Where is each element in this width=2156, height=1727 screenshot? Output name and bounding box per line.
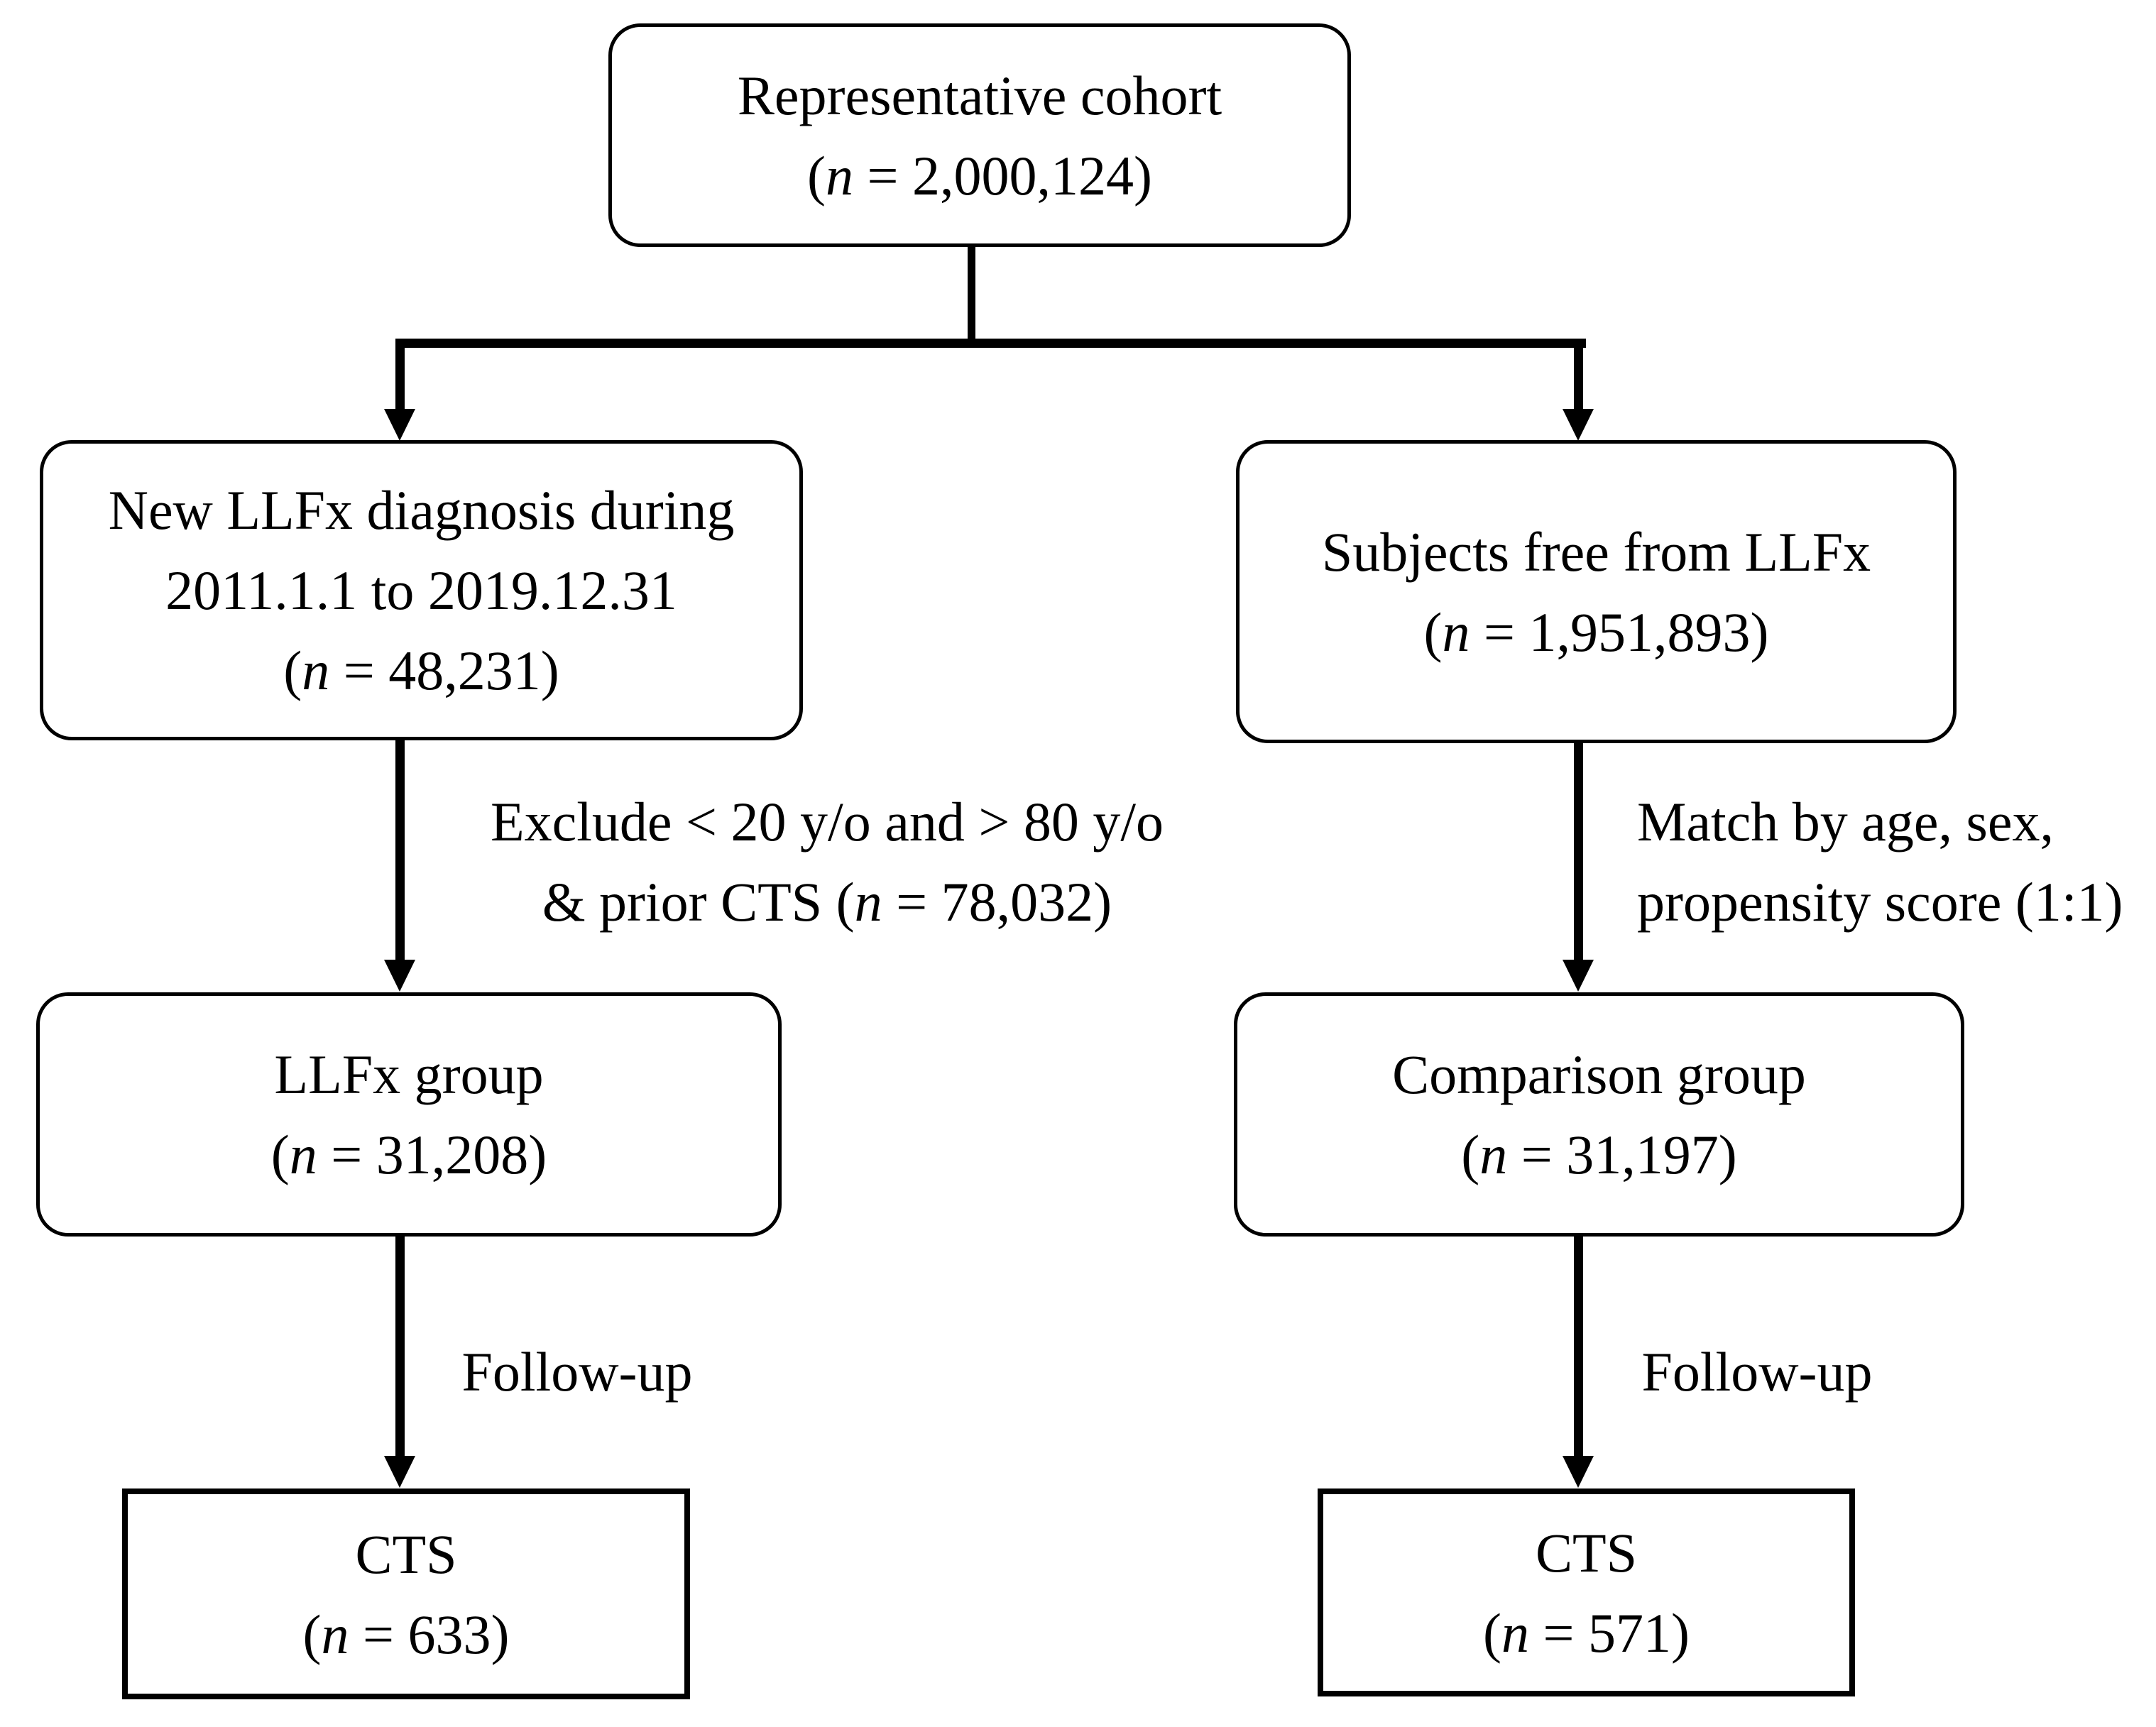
comparison-group-label: Comparison group — [1392, 1043, 1806, 1105]
cts-right-label: CTS — [1535, 1521, 1638, 1584]
cts-outcome-box-left: CTS (n = 633) — [122, 1488, 690, 1699]
matching-criteria-line1: Match by age, sex, — [1637, 791, 2054, 852]
followup-label-left: Follow-up — [461, 1341, 693, 1403]
connector-followup-right — [1574, 1234, 1583, 1458]
subjects-free-box: Subjects free from LLFx (n = 1,951,893) — [1236, 440, 1957, 743]
followup-label-right: Follow-up — [1641, 1341, 1873, 1403]
llfx-group-label: LLFx group — [274, 1043, 544, 1105]
arrowhead-followup-right-icon — [1563, 1456, 1594, 1488]
cts-right-count: (n = 571) — [1483, 1601, 1690, 1664]
subjects-free-count: (n = 1,951,893) — [1423, 601, 1769, 663]
connector-split-bar — [395, 339, 1586, 348]
arrowhead-right-drop-icon — [1563, 409, 1594, 441]
new-llfx-diagnosis-box: New LLFx diagnosis during 2011.1.1 to 20… — [40, 440, 803, 740]
new-llfx-diagnosis-line1: New LLFx diagnosis during — [108, 479, 735, 541]
comparison-group-count: (n = 31,197) — [1461, 1124, 1737, 1185]
connector-followup-left — [395, 1234, 405, 1458]
connector-right-drop — [1574, 339, 1583, 411]
matching-criteria-label: Match by age, sex, propensity score (1:1… — [1637, 782, 2156, 942]
representative-cohort-label: Representative cohort — [737, 64, 1222, 126]
matching-criteria-line2: propensity score (1:1) — [1637, 871, 2123, 933]
comparison-group-box: Comparison group (n = 31,197) — [1234, 992, 1964, 1237]
new-llfx-diagnosis-line2: 2011.1.1 to 2019.12.31 — [165, 559, 677, 621]
llfx-group-count: (n = 31,208) — [270, 1124, 547, 1185]
connector-match-arrow — [1574, 741, 1583, 962]
representative-cohort-box: Representative cohort (n = 2,000,124) — [608, 23, 1351, 247]
exclusion-criteria-label: Exclude < 20 y/o and > 80 y/o & prior CT… — [426, 782, 1228, 942]
exclusion-criteria-line2: & prior CTS (n = 78,032) — [542, 871, 1112, 933]
cts-left-count: (n = 633) — [302, 1603, 510, 1665]
arrowhead-match-icon — [1563, 960, 1594, 992]
llfx-group-box: LLFx group (n = 31,208) — [36, 992, 782, 1237]
connector-stem — [968, 246, 975, 344]
cts-left-label: CTS — [355, 1523, 457, 1585]
arrowhead-left-drop-icon — [384, 409, 415, 441]
exclusion-criteria-line1: Exclude < 20 y/o and > 80 y/o — [491, 791, 1164, 852]
arrowhead-exclude-icon — [384, 960, 415, 992]
arrowhead-followup-left-icon — [384, 1456, 415, 1488]
subjects-free-label: Subjects free from LLFx — [1321, 520, 1871, 583]
connector-exclude-arrow — [395, 738, 405, 962]
connector-left-drop — [395, 339, 405, 411]
new-llfx-diagnosis-count: (n = 48,231) — [283, 640, 559, 701]
cts-outcome-box-right: CTS (n = 571) — [1318, 1488, 1855, 1696]
representative-cohort-count: (n = 2,000,124) — [807, 144, 1152, 207]
